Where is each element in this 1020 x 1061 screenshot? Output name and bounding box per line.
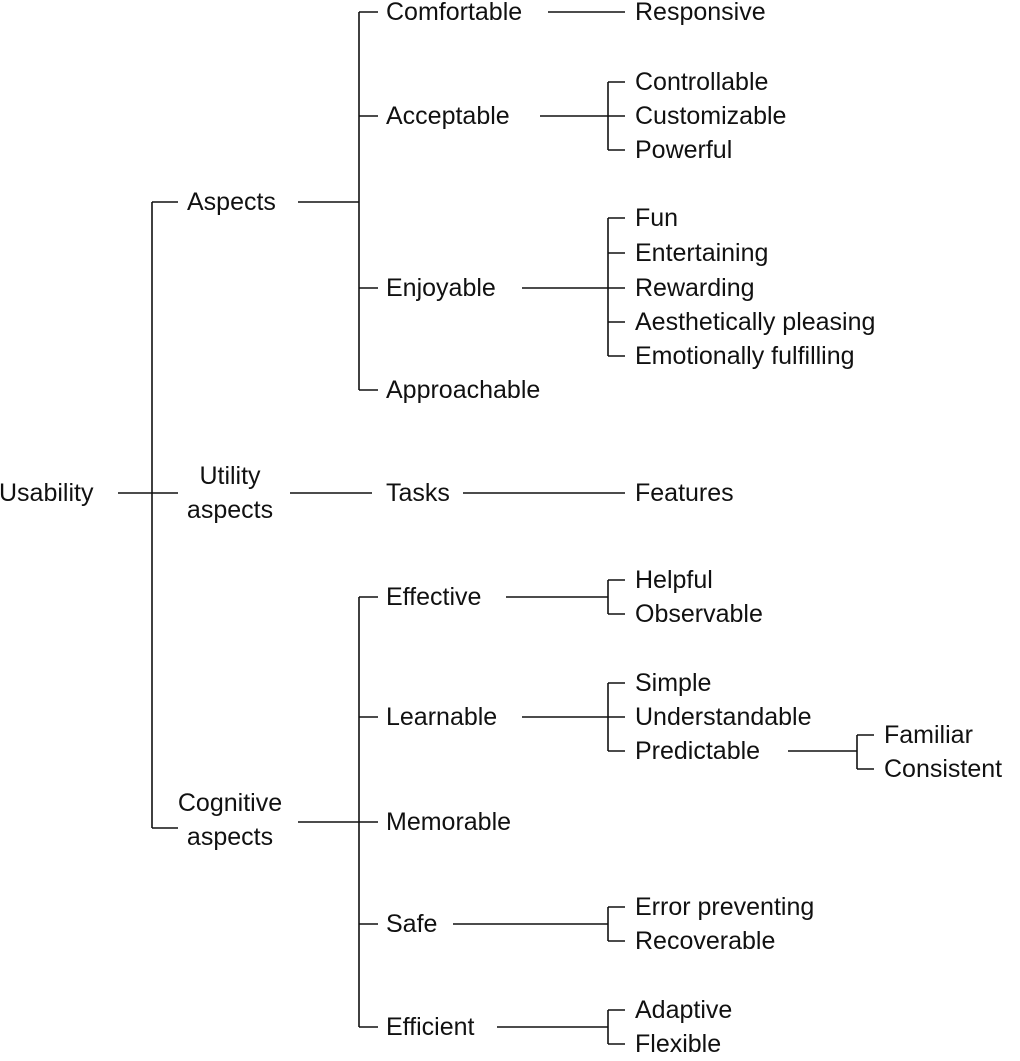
node-cognitive-aspects-line2: aspects [186, 823, 274, 851]
node-simple: Simple [635, 669, 712, 697]
node-understandable: Understandable [635, 703, 812, 731]
node-cognitive-aspects-line1: Cognitive [177, 789, 283, 817]
node-observable: Observable [635, 600, 763, 628]
node-learnable: Learnable [386, 703, 498, 731]
node-utility-aspects-line1: Utility [199, 462, 261, 490]
node-aesthetically-pleasing: Aesthetically pleasing [635, 308, 876, 336]
node-cognitive-aspects: Cognitive aspects [178, 786, 282, 854]
node-utility-aspects-line2: aspects [186, 496, 274, 524]
node-rewarding: Rewarding [635, 274, 755, 302]
node-error-preventing: Error preventing [635, 893, 815, 921]
node-responsive: Responsive [635, 0, 766, 26]
node-helpful: Helpful [635, 566, 713, 594]
node-recoverable: Recoverable [635, 927, 776, 955]
node-fun: Fun [635, 204, 679, 232]
node-enjoyable: Enjoyable [386, 274, 496, 302]
node-predictable: Predictable [635, 737, 761, 765]
node-flexible: Flexible [635, 1030, 722, 1058]
node-acceptable: Acceptable [386, 102, 510, 130]
node-controllable: Controllable [635, 68, 769, 96]
node-usability: Usability [0, 479, 94, 507]
node-features: Features [635, 479, 734, 507]
node-entertaining: Entertaining [635, 239, 769, 267]
node-tasks: Tasks [386, 479, 450, 507]
node-effective: Effective [386, 583, 482, 611]
node-memorable: Memorable [386, 808, 512, 836]
node-safe: Safe [386, 910, 438, 938]
node-aspects: Aspects [187, 188, 276, 216]
node-adaptive: Adaptive [635, 996, 733, 1024]
node-efficient: Efficient [386, 1013, 475, 1041]
node-customizable: Customizable [635, 102, 787, 130]
node-emotionally-fulfilling: Emotionally fulfilling [635, 342, 855, 370]
node-comfortable: Comfortable [386, 0, 523, 26]
node-approachable: Approachable [386, 376, 541, 404]
node-consistent: Consistent [884, 755, 1003, 783]
node-utility-aspects: Utility aspects [187, 459, 273, 527]
node-familiar: Familiar [884, 721, 973, 749]
node-powerful: Powerful [635, 136, 733, 164]
